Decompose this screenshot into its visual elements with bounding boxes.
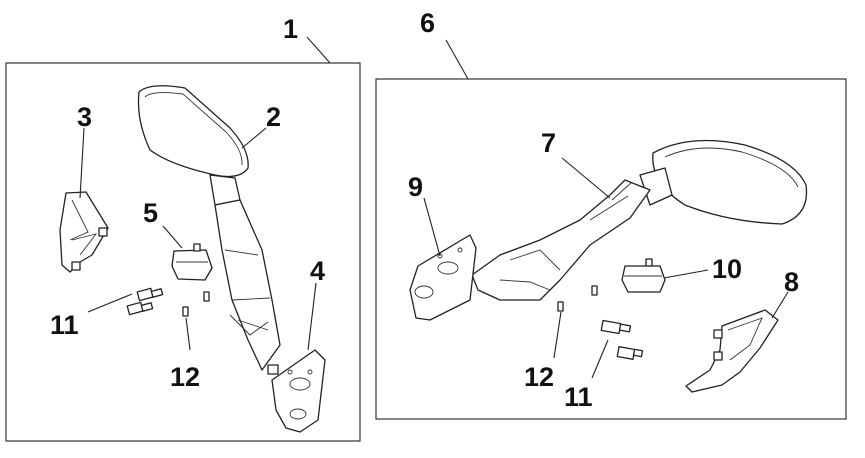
screws-left-part <box>182 291 210 317</box>
leader-5 <box>162 225 183 249</box>
callout-3: 3 <box>77 102 92 132</box>
leader-9 <box>423 197 441 257</box>
callout-5: 5 <box>143 198 158 228</box>
leader-10 <box>663 269 709 279</box>
right-assembly-frame <box>375 78 847 420</box>
leader-7 <box>561 157 611 199</box>
leader-12-right <box>553 311 562 359</box>
bolts-left-part <box>126 287 164 316</box>
lamp-right-part <box>621 258 666 293</box>
leader-6 <box>445 39 469 80</box>
callout-11-right: 11 <box>564 382 593 412</box>
leader-11-left <box>87 293 133 313</box>
mirror-left-part <box>137 85 281 375</box>
screws-right-part <box>557 285 598 312</box>
callout-4: 4 <box>310 256 325 286</box>
bolts-right-part <box>600 319 644 360</box>
callout-2: 2 <box>266 102 281 132</box>
leader-2 <box>241 127 267 149</box>
callout-12-left: 12 <box>170 362 200 392</box>
right-assembly-group <box>375 39 847 420</box>
callout-1: 1 <box>283 14 298 44</box>
left-assembly-group <box>5 36 361 442</box>
callout-6: 6 <box>420 8 435 38</box>
leader-1 <box>306 36 331 64</box>
callout-9: 9 <box>408 172 423 202</box>
mount-plate-right-part <box>409 234 477 321</box>
lamp-left-part <box>171 243 213 281</box>
bracket-left-part <box>59 191 109 273</box>
leader-4 <box>307 282 317 351</box>
leader-11-right <box>591 339 609 379</box>
mirror-right-part <box>471 139 808 301</box>
leader-3 <box>79 127 85 199</box>
bracket-right-part <box>685 309 779 393</box>
leader-12-left <box>185 317 191 351</box>
callout-11-left: 11 <box>50 310 79 340</box>
callout-10: 10 <box>712 254 742 284</box>
callout-7: 7 <box>541 128 556 158</box>
mount-plate-left-part <box>271 349 326 433</box>
leader-8 <box>771 291 789 319</box>
callout-12-right: 12 <box>524 362 554 392</box>
left-assembly-frame <box>5 62 361 442</box>
callout-8: 8 <box>784 267 799 297</box>
